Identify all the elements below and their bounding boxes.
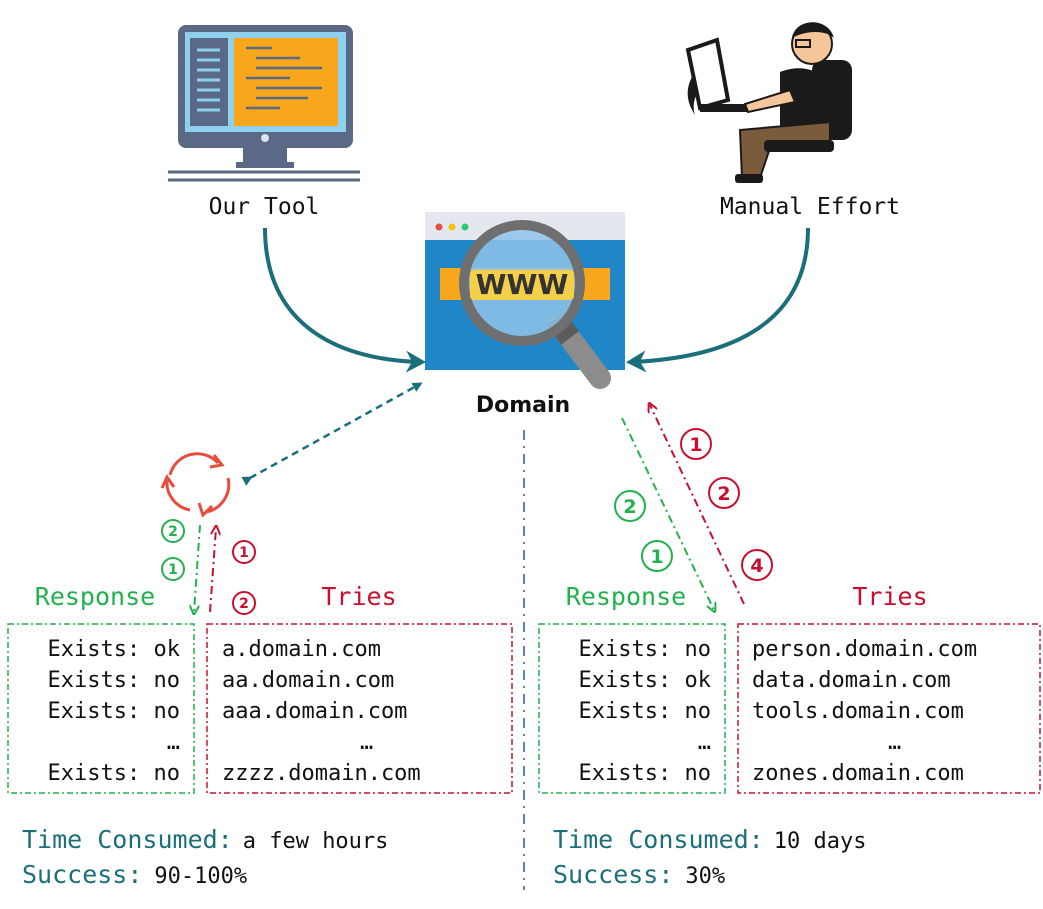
step-badge bbox=[680, 428, 712, 460]
step-badge bbox=[708, 477, 740, 509]
step-badge bbox=[161, 557, 185, 581]
list-item: tools.domain.com bbox=[752, 699, 964, 724]
step-badge bbox=[232, 540, 256, 564]
left-response-arrow bbox=[194, 524, 201, 612]
manual-effort-label: Manual Effort bbox=[720, 194, 900, 220]
list-item: Exists: ok bbox=[48, 637, 180, 662]
success-label: Success: bbox=[553, 860, 673, 889]
step-badge-number: 1 bbox=[239, 545, 249, 561]
left-response-box bbox=[7, 623, 195, 794]
success-value: 30% bbox=[685, 864, 725, 889]
list-item: Exists: ok bbox=[579, 668, 711, 693]
manual-effort-to-domain-arrow bbox=[626, 227, 810, 373]
time-consumed-label: Time Consumed: bbox=[22, 825, 233, 854]
right-red-step-badges: 1 2 4 bbox=[680, 428, 773, 581]
time-consumed-value: a few hours bbox=[243, 829, 389, 854]
success-value: 90-100% bbox=[154, 864, 247, 889]
computer-icon bbox=[168, 25, 360, 182]
list-item: Exists: no bbox=[48, 668, 180, 693]
left-red-step-badges: 1 2 bbox=[232, 540, 256, 615]
list-item: zones.domain.com bbox=[752, 761, 964, 786]
our-tool-to-domain-arrow bbox=[263, 227, 426, 373]
cycle-domain-dashed-arrow bbox=[241, 382, 423, 486]
step-badge-number: 1 bbox=[689, 434, 702, 456]
list-item: person.domain.com bbox=[752, 637, 977, 662]
left-time-consumed: Time Consumed: a few hours bbox=[22, 825, 388, 854]
list-item: Exists: no bbox=[48, 761, 180, 786]
list-item: … bbox=[888, 730, 901, 755]
step-badge bbox=[641, 540, 673, 572]
right-time-consumed: Time Consumed: 10 days bbox=[553, 825, 866, 854]
www-text: WWW bbox=[476, 268, 569, 301]
step-badge-number: 2 bbox=[239, 596, 249, 612]
step-badge-number: 1 bbox=[168, 562, 178, 578]
browser-domain-icon bbox=[425, 212, 625, 389]
list-item: Exists: no bbox=[579, 637, 711, 662]
step-badge-number: 4 bbox=[750, 555, 763, 577]
right-green-step-badges: 2 1 bbox=[614, 490, 673, 572]
left-tries-box bbox=[206, 623, 513, 794]
left-tries-arrow bbox=[209, 528, 216, 613]
right-tries-box bbox=[737, 623, 1041, 794]
right-response-list: Exists: no Exists: ok Exists: no … Exist… bbox=[579, 637, 711, 786]
step-badge bbox=[741, 549, 773, 581]
success-label: Success: bbox=[22, 860, 142, 889]
right-response-box bbox=[538, 623, 726, 794]
left-response-header: Response bbox=[35, 582, 155, 611]
right-tries-header: Tries bbox=[852, 582, 927, 611]
time-consumed-value: 10 days bbox=[774, 829, 867, 854]
left-green-step-badges: 2 1 bbox=[161, 519, 185, 581]
right-success: Success: 30% bbox=[553, 860, 725, 889]
our-tool-label: Our Tool bbox=[209, 194, 320, 220]
right-tries-arrow bbox=[650, 405, 745, 605]
list-item: … bbox=[167, 730, 180, 755]
step-badge-number: 2 bbox=[717, 483, 730, 505]
step-badge-number: 1 bbox=[650, 546, 663, 568]
step-badge bbox=[614, 490, 646, 522]
list-item: Exists: no bbox=[579, 761, 711, 786]
step-badge bbox=[232, 591, 256, 615]
left-tries-header: Tries bbox=[321, 582, 396, 611]
left-tries-list: a.domain.com aa.domain.com aaa.domain.co… bbox=[222, 637, 421, 786]
list-item: aa.domain.com bbox=[222, 668, 394, 693]
list-item: … bbox=[698, 730, 711, 755]
step-badge-number: 2 bbox=[623, 496, 636, 518]
step-badge-number: 2 bbox=[168, 524, 178, 540]
time-consumed-label: Time Consumed: bbox=[553, 825, 764, 854]
step-badge bbox=[161, 519, 185, 543]
person-at-computer-icon bbox=[685, 22, 852, 183]
list-item: a.domain.com bbox=[222, 637, 381, 662]
domain-label: Domain bbox=[476, 393, 570, 418]
left-response-list: Exists: ok Exists: no Exists: no … Exist… bbox=[48, 637, 180, 786]
refresh-cycle-icon bbox=[160, 452, 231, 518]
list-item: Exists: no bbox=[48, 699, 180, 724]
list-item: zzzz.domain.com bbox=[222, 761, 421, 786]
list-item: data.domain.com bbox=[752, 668, 951, 693]
list-item: … bbox=[360, 730, 373, 755]
right-tries-list: person.domain.com data.domain.com tools.… bbox=[752, 637, 977, 786]
right-response-header: Response bbox=[566, 582, 686, 611]
list-item: aaa.domain.com bbox=[222, 699, 407, 724]
left-success: Success: 90-100% bbox=[22, 860, 247, 889]
list-item: Exists: no bbox=[579, 699, 711, 724]
